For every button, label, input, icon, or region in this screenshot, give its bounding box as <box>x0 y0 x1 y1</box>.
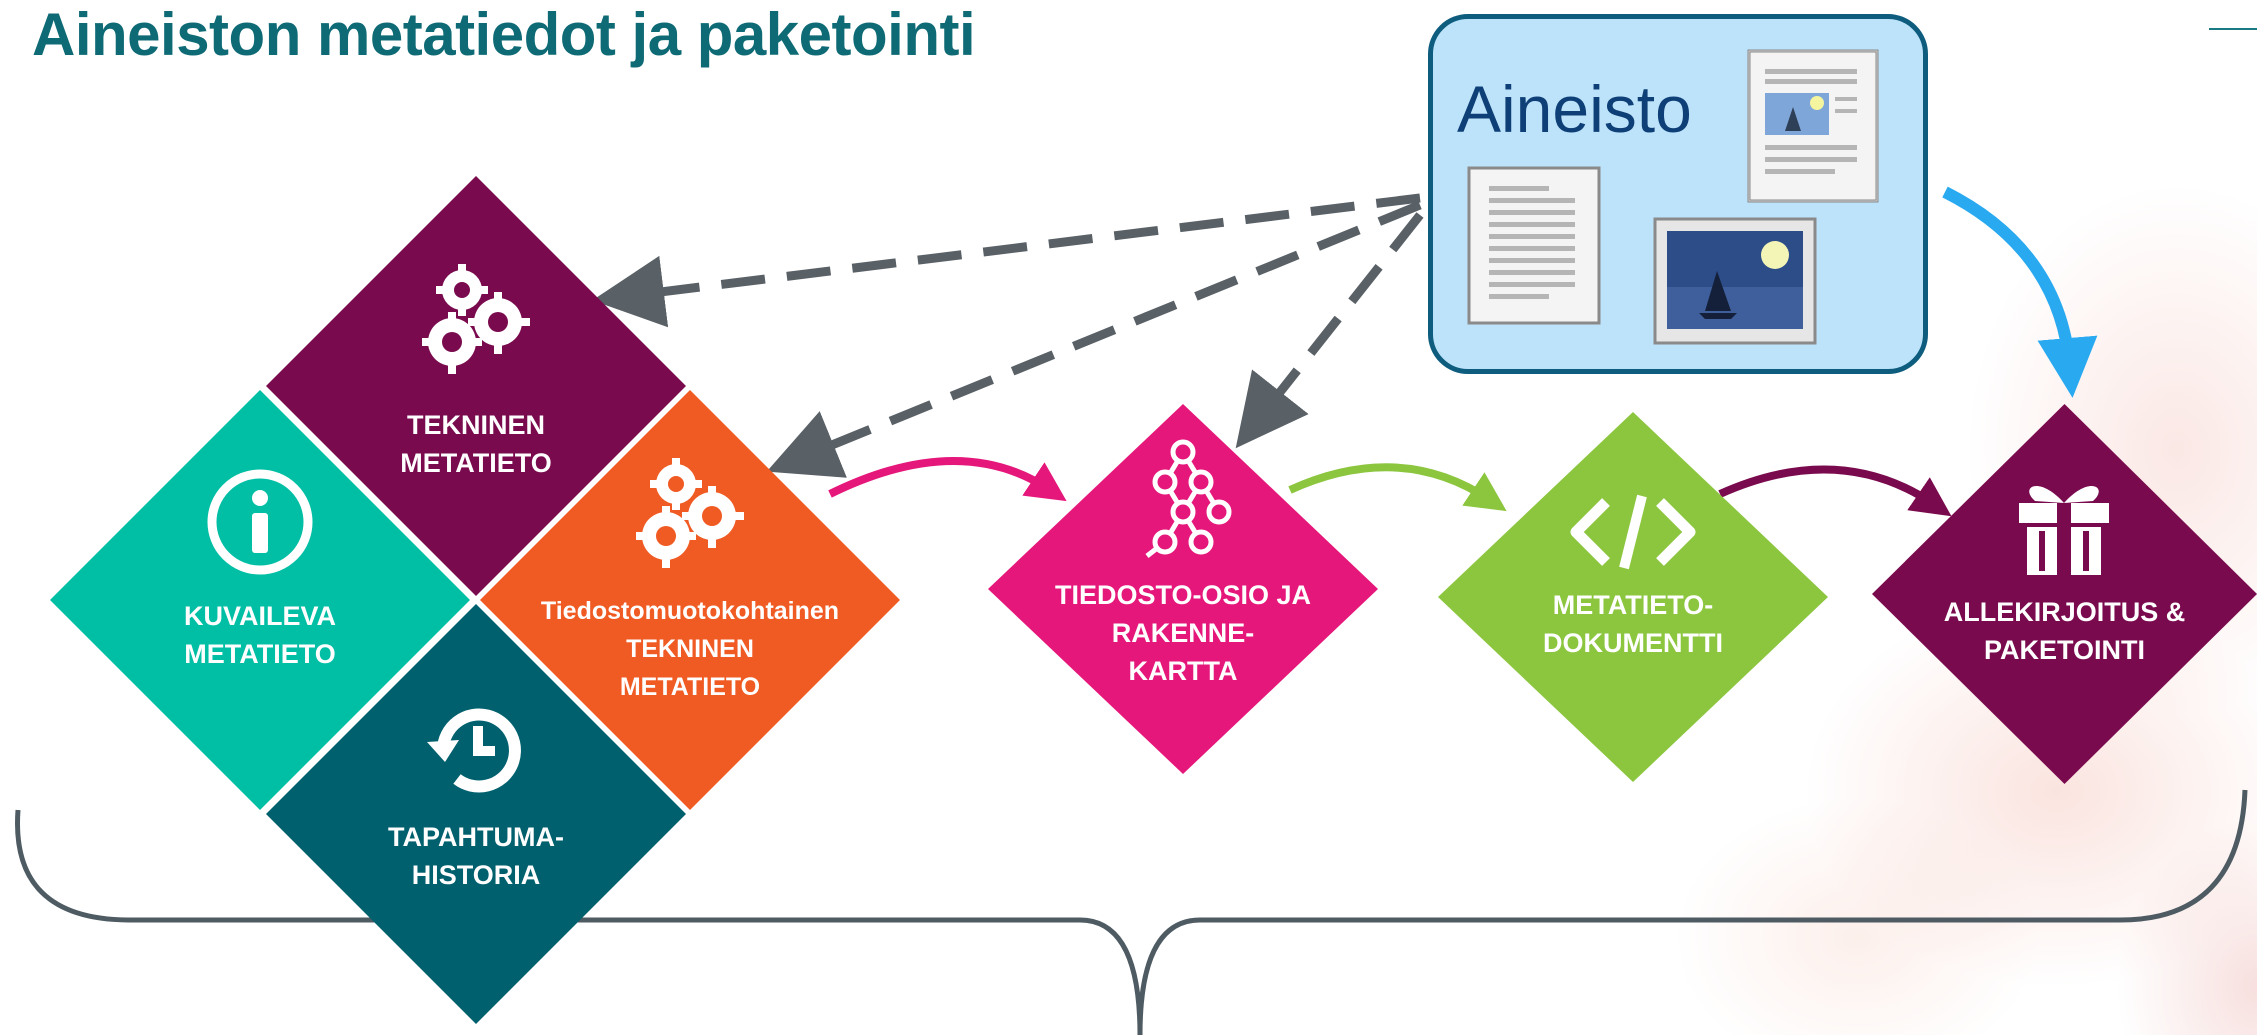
gift-icon <box>2019 486 2110 575</box>
format-specific-metadata-label: Tiedostomuotokohtainen TEKNINEN METATIET… <box>540 597 840 701</box>
event-history-label: TAPAHTUMA- HISTORIA <box>388 822 564 890</box>
arrow-document-to-packaging <box>1718 465 1952 517</box>
source-material-box: Aineisto <box>1428 14 1928 374</box>
history-icon <box>427 708 521 793</box>
gears-icon <box>422 264 530 374</box>
dashed-arrow-to-format-specific <box>766 200 1422 478</box>
arrow-structure-map-to-document <box>1288 463 1507 512</box>
dashed-arrow-to-technical <box>592 193 1421 328</box>
technical-metadata-label: TEKNINEN METATIETO <box>400 410 552 478</box>
page-title: Aineiston metatiedot ja paketointi <box>32 1 976 68</box>
structure-tree-icon <box>1145 439 1232 558</box>
text-document-icon <box>1467 166 1601 325</box>
arrow-source-to-packaging <box>1942 186 2098 398</box>
signing-packaging-label: ALLEKIRJOITUS & PAKETOINTI <box>1943 597 2186 665</box>
descriptive-metadata-label: KUVAILEVA METATIETO <box>183 601 336 669</box>
gears-icon <box>636 458 744 568</box>
corner-accent-line <box>2209 28 2257 30</box>
metadata-document-label: METATIETO- DOKUMENTTI <box>1543 590 1723 658</box>
image-document-icon <box>1747 49 1879 203</box>
structure-map-label: TIEDOSTO-OSIO JA RAKENNE- KARTTA <box>1054 580 1312 686</box>
picture-icon <box>1653 217 1817 345</box>
arrow-cluster-to-structure-map <box>828 457 1067 502</box>
source-label: Aineisto <box>1457 72 1692 146</box>
curly-brace <box>15 789 2248 1035</box>
code-icon <box>1570 494 1696 570</box>
info-icon <box>207 469 313 575</box>
dashed-arrow-to-structure-map <box>1235 212 1424 449</box>
